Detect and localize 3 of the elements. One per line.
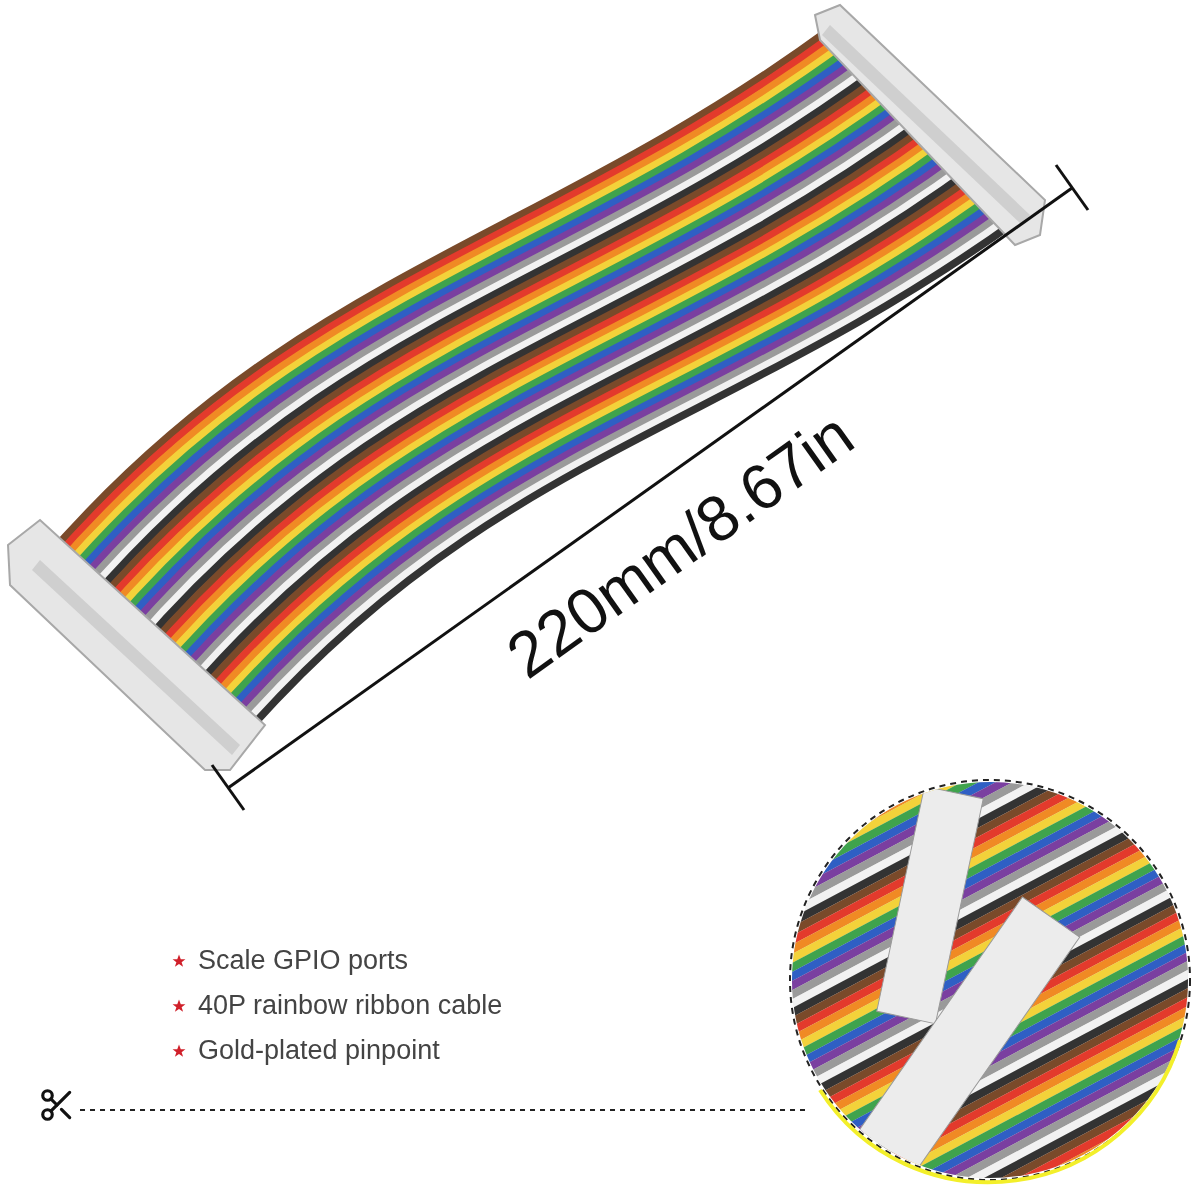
feature-text: Scale GPIO ports [198,945,409,976]
feature-text: Gold-plated pinpoint [198,1035,440,1066]
feature-text: 40P rainbow ribbon cable [198,990,503,1021]
